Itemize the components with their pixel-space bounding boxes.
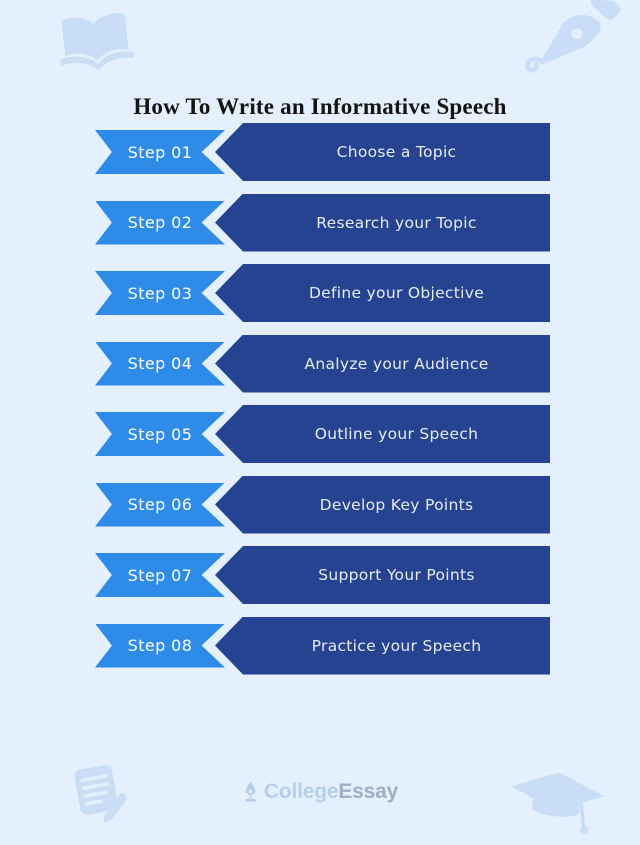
step-description-banner: Outline your Speech	[215, 405, 550, 463]
step-row-7: Support Your Points Step 07	[95, 546, 550, 604]
step-number-ribbon: Step 03	[95, 271, 225, 315]
step-row-6: Develop Key Points Step 06	[95, 475, 550, 534]
logo-essay-text: Essay	[338, 780, 399, 803]
step-row-3: Define your Objective Step 03	[95, 264, 550, 322]
logo-nib-icon	[242, 781, 259, 803]
step-description-banner: Analyze your Audience	[215, 334, 550, 393]
step-number-ribbon: Step 04	[95, 341, 225, 386]
step-row-5: Outline your Speech Step 05	[95, 405, 550, 463]
step-description-banner: Practice your Speech	[215, 616, 550, 675]
page-title: How To Write an Informative Speech	[133, 94, 507, 120]
logo-wordmark: CollegeEssay	[264, 780, 398, 804]
logo-college-text: College	[263, 780, 339, 803]
step-number-ribbon: Step 08	[95, 623, 225, 668]
open-book-icon	[52, 6, 141, 84]
step-description-banner: Support Your Points	[215, 546, 550, 604]
pen-nib-icon	[515, 0, 625, 86]
step-description-banner: Research your Topic	[215, 193, 550, 252]
step-number-ribbon: Step 07	[95, 553, 225, 597]
step-description-banner: Define your Objective	[215, 264, 550, 322]
step-description-banner: Develop Key Points	[215, 475, 550, 534]
step-row-2: Research your Topic Step 02	[95, 193, 550, 252]
steps-list: Choose a Topic Step 01 Research your Top…	[95, 123, 550, 687]
step-number-ribbon: Step 06	[95, 482, 225, 527]
step-row-1: Choose a Topic Step 01	[95, 123, 550, 181]
step-number-ribbon: Step 02	[95, 200, 225, 245]
step-description-banner: Choose a Topic	[215, 123, 550, 181]
step-row-8: Practice your Speech Step 08	[95, 616, 550, 675]
step-number-ribbon: Step 01	[95, 130, 225, 174]
graduation-cap-icon	[503, 765, 610, 845]
step-row-4: Analyze your Audience Step 04	[95, 334, 550, 393]
step-number-ribbon: Step 05	[95, 412, 225, 456]
footer-logo: CollegeEssay	[0, 780, 640, 804]
